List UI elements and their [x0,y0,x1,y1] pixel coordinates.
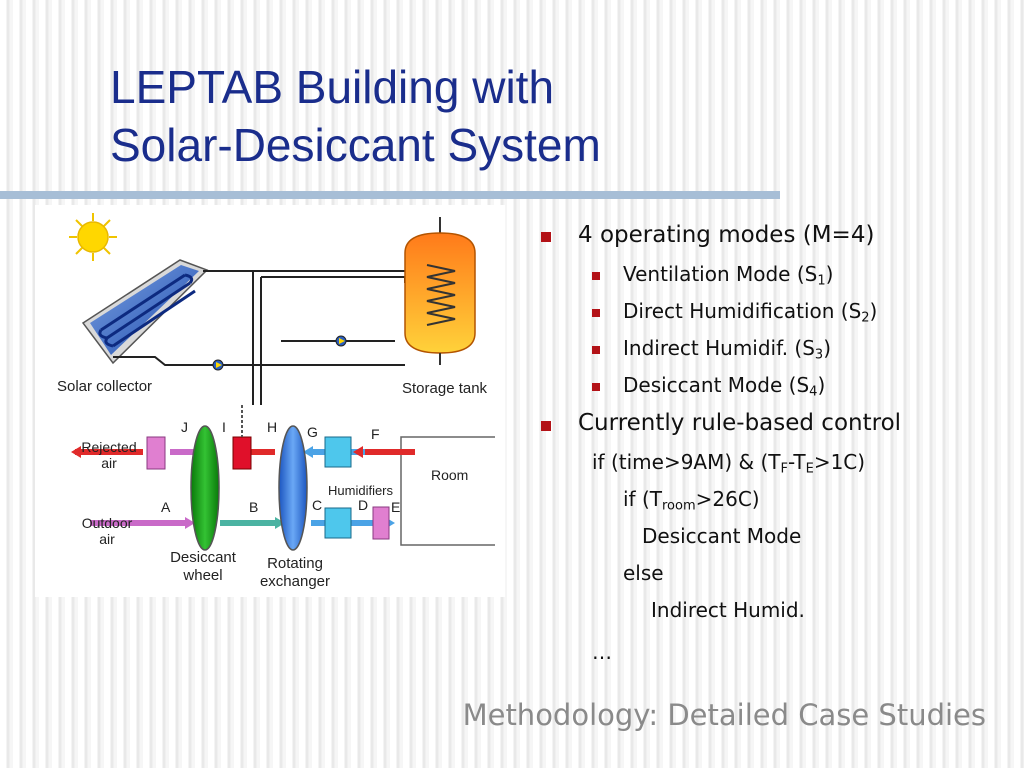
label-outdoor-air-1: Outdoor [82,515,133,531]
desiccant-wheel [190,425,220,551]
point-D: D [358,497,368,513]
rule-line-5: Indirect Humid. [651,598,805,622]
label-room: Room [431,467,468,483]
point-C: C [312,497,322,513]
point-E: E [391,499,400,515]
point-J: J [181,419,188,435]
label-solar-collector: Solar collector [57,378,152,395]
bullet-desiccant-mode: Desiccant Mode (S4) [623,373,826,400]
heater [232,436,252,470]
point-A: A [161,499,171,515]
pump-icon [212,359,224,371]
label-rejected-air-1: Rejected [81,439,136,455]
system-diagram-svg: Solar collector Storage tank Room Humidi… [57,213,495,590]
slide-footer: Methodology: Detailed Case Studies [462,698,986,732]
rule-line-2: if (Troom>26C) [623,487,760,514]
humidifier-return [324,436,352,468]
bullet-operating-modes: 4 operating modes (M=4) [578,222,875,248]
solar-collector [81,259,209,365]
bullet-ventilation-mode: Ventilation Mode (S1) [623,262,834,289]
bullet-indirect-humidif: Indirect Humidif. (S3) [623,336,832,363]
label-rotating-exchanger-2: exchanger [260,573,330,590]
filter-supply [372,506,390,540]
rule-line-6: … [592,640,612,664]
label-humidifiers: Humidifiers [328,483,394,498]
title-underline [0,191,780,199]
label-desiccant-wheel-2: wheel [182,567,222,584]
bullet-rule-based-control: Currently rule-based control [578,410,902,436]
point-B: B [249,499,258,515]
rule-line-1: if (time>9AM) & (TF-TE>1C) [592,450,866,477]
storage-tank [404,217,476,365]
label-desiccant-wheel-1: Desiccant [170,549,237,566]
slide-title-line1: LEPTAB Building with [110,61,555,113]
rotating-exchanger [278,425,308,551]
bullet-marker [592,309,600,317]
filter-rejected [146,436,166,470]
bullet-marker [592,383,600,391]
bullet-marker [541,232,551,242]
label-rotating-exchanger-1: Rotating [267,555,323,572]
bullet-marker [541,421,551,431]
sun-icon [69,213,117,261]
point-F: F [371,426,380,442]
rule-line-3: Desiccant Mode [642,524,802,548]
bullet-marker [592,346,600,354]
humidifier-supply [324,507,352,539]
label-outdoor-air-2: air [99,531,115,547]
system-diagram: Solar collector Storage tank Room Humidi… [35,205,505,597]
bullet-direct-humidification: Direct Humidification (S2) [623,299,878,326]
point-H: H [267,419,277,435]
room [400,436,495,546]
point-I: I [222,419,226,435]
slide-title: LEPTAB Building with Solar-Desiccant Sys… [110,58,601,174]
label-rejected-air-2: air [101,455,117,471]
label-storage-tank: Storage tank [402,380,488,397]
slide-title-line2: Solar-Desiccant System [110,119,601,171]
rule-line-4: else [623,561,664,585]
point-G: G [307,424,318,440]
pump-icon-tank [335,335,347,347]
bullet-marker [592,272,600,280]
